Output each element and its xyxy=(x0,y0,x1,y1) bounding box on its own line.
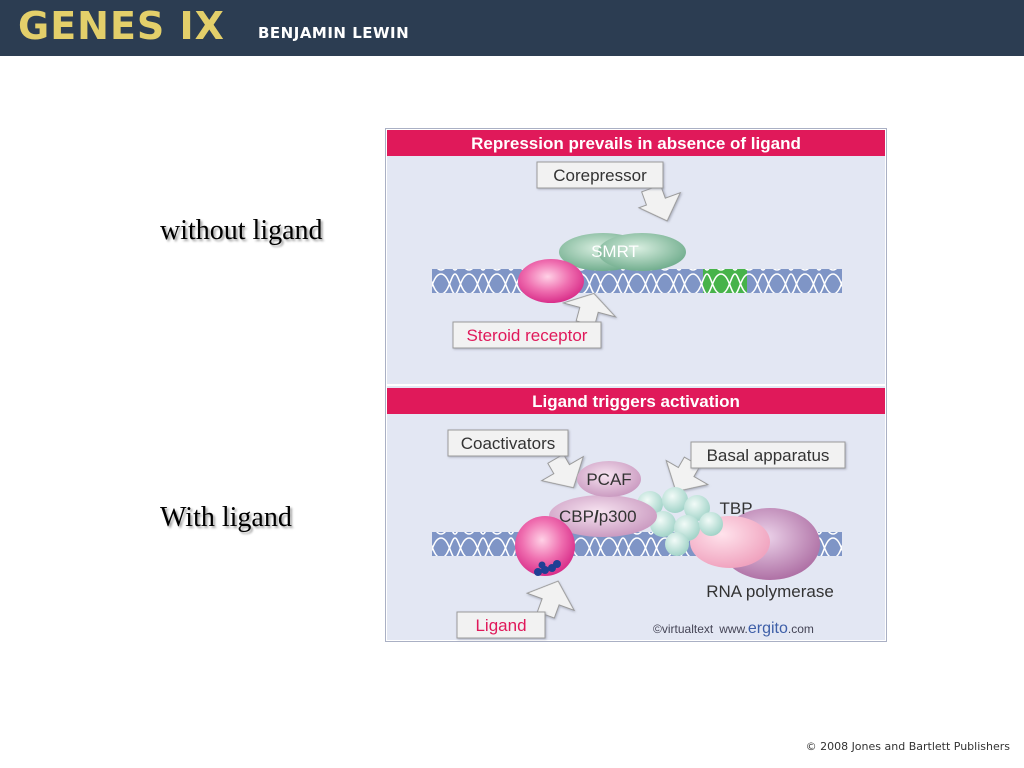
rna-polymerase-label: RNA polymerase xyxy=(706,582,834,601)
top-banner-text: Repression prevails in absence of ligand xyxy=(471,134,801,153)
credit-virtualtext: virtualtext xyxy=(662,622,714,636)
receptor-shape xyxy=(515,516,575,576)
corepressor-tag xyxy=(536,161,664,189)
smrt-label: SMRT xyxy=(591,242,639,261)
steroid-receptor-label: Steroid receptor xyxy=(467,326,588,345)
book-title: GENES IX xyxy=(18,4,225,48)
ligand-arrow xyxy=(525,580,576,619)
figure-credit: ©virtualtext www.ergito.com xyxy=(653,620,814,637)
pcaf-label: PCAF xyxy=(586,470,631,489)
credit-com: .com xyxy=(788,622,814,636)
header-bar: GENES IX BENJAMIN LEWIN xyxy=(0,0,1024,56)
dna-helix-top xyxy=(432,269,842,293)
cbp-p300-shape xyxy=(549,495,657,537)
basal-bead xyxy=(662,487,688,513)
tbp-label: TBP xyxy=(719,499,752,518)
label-with-ligand: With ligand xyxy=(160,502,292,533)
dna-response-element-helix xyxy=(703,269,747,293)
basal-bead xyxy=(684,495,710,521)
p300-label: p300 xyxy=(599,507,637,526)
basal-bead xyxy=(699,512,723,536)
basal-apparatus-label: Basal apparatus xyxy=(707,446,830,465)
footer-copyright: © 2008 Jones and Bartlett Publishers xyxy=(805,740,1010,753)
bottom-banner-text: Ligand triggers activation xyxy=(532,392,740,411)
coactivators-label: Coactivators xyxy=(461,434,555,453)
label-without-ligand: without ligand xyxy=(160,215,323,246)
nuclear-receptor-figure: Repression prevails in absence of ligand… xyxy=(385,128,887,642)
ligand-molecule xyxy=(538,561,546,569)
smrt-right-lobe xyxy=(598,233,686,271)
steroid-receptor-shape xyxy=(518,259,584,303)
ligand-tag xyxy=(456,611,546,639)
author-name: BENJAMIN LEWIN xyxy=(258,24,410,42)
ligand-label: Ligand xyxy=(475,616,526,635)
basal-apparatus-tag xyxy=(690,441,846,469)
basal-bead xyxy=(665,532,689,556)
credit-ergito: ergito xyxy=(748,620,788,637)
coactivators-tag xyxy=(447,429,569,457)
steroid-receptor-tag xyxy=(452,321,602,349)
ligand-molecule xyxy=(534,568,542,576)
cbp-label: CBP xyxy=(559,507,594,526)
cbp-p300-slash: / xyxy=(594,507,599,526)
pcaf-shape xyxy=(577,461,641,497)
top-banner xyxy=(387,130,885,156)
corepressor-label: Corepressor xyxy=(553,166,647,185)
bottom-banner xyxy=(387,388,885,414)
credit-copyright-symbol: © xyxy=(653,622,662,636)
credit-www: www. xyxy=(718,622,748,636)
ligand-molecule xyxy=(553,560,561,568)
cbp-p300-label: CBP/p300 xyxy=(559,507,637,526)
